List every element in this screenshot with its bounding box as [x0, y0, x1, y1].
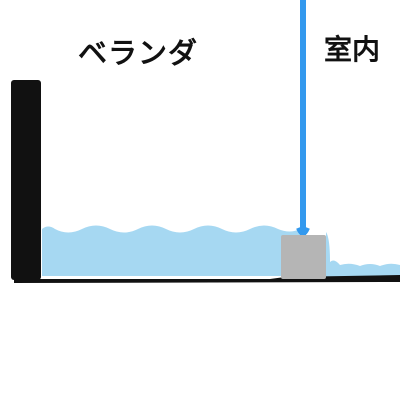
hanging-cord: [300, 0, 306, 236]
floor-line: [14, 275, 400, 283]
veranda-wall: [11, 80, 41, 280]
indoor-label: 室内: [324, 33, 381, 66]
veranda-label: ベランダ: [78, 36, 199, 70]
weight-block: [281, 235, 326, 279]
indoor-water: [326, 232, 400, 277]
cord-knot: [296, 227, 310, 236]
veranda-water: [42, 225, 300, 276]
